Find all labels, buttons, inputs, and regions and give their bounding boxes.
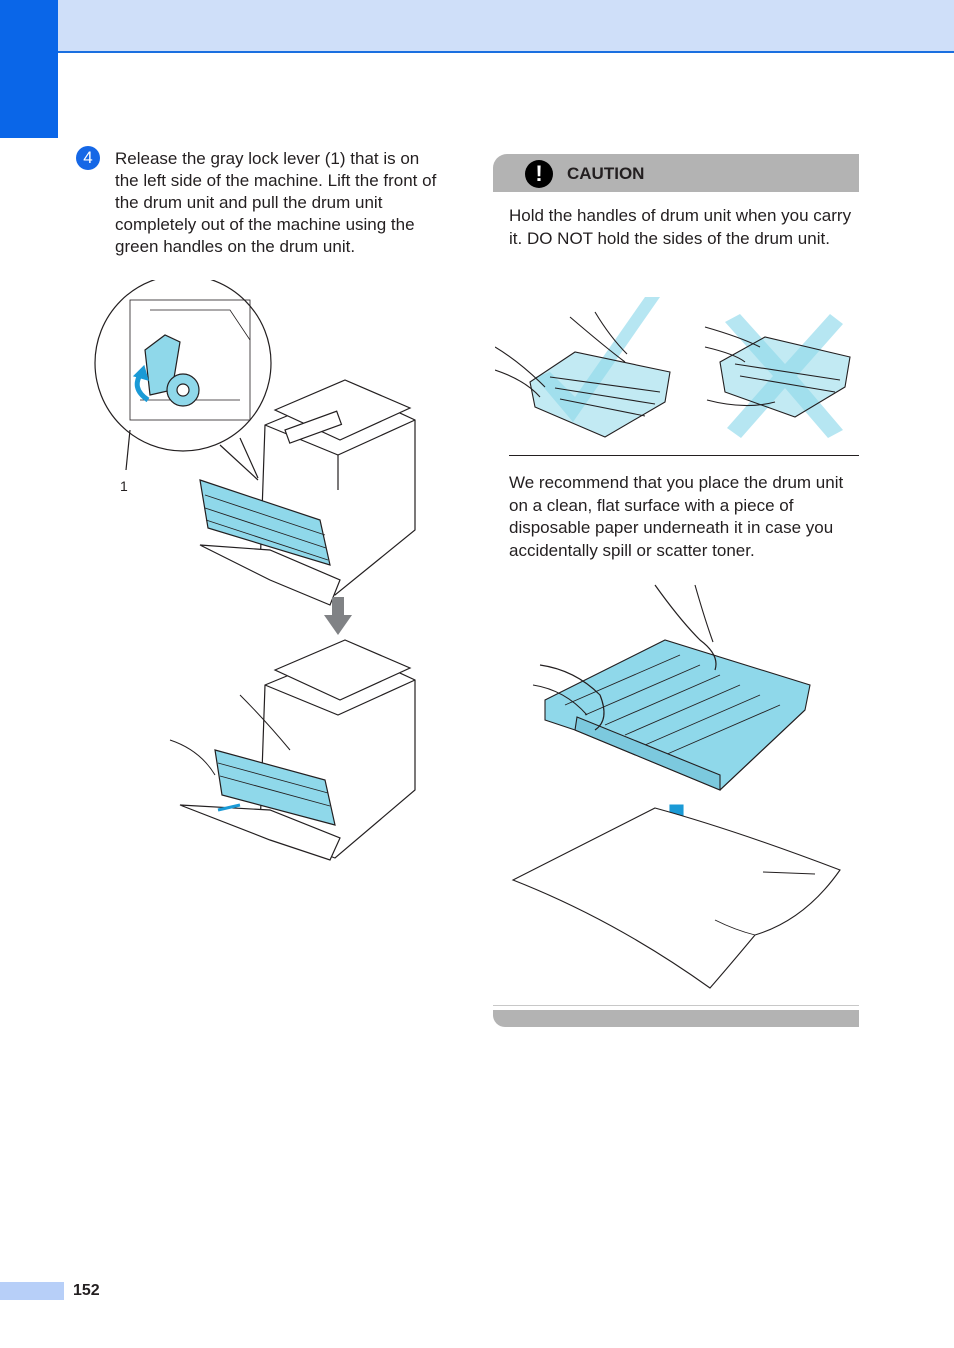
- caution-footer-bar: [493, 1010, 859, 1027]
- step-number-badge: 4: [76, 146, 100, 170]
- drum-handling-illustration: [495, 297, 851, 438]
- caution-paragraph-surface: We recommend that you place the drum uni…: [509, 473, 844, 560]
- caution-divider: [509, 455, 859, 456]
- exclamation-icon: !: [525, 160, 553, 188]
- caution-header-bar: [493, 154, 859, 192]
- caution-paragraph-handles: Hold the handles of drum unit when you c…: [509, 206, 852, 248]
- drum-on-paper-illustration: [511, 584, 841, 989]
- step-instruction: Release the gray lock lever (1) that is …: [115, 149, 437, 256]
- callout-leader-line: [125, 429, 131, 471]
- chapter-tab: [0, 0, 58, 138]
- header-band: [0, 0, 954, 52]
- paper-sheet: [511, 807, 841, 989]
- magnifier-circle: [94, 280, 272, 452]
- caution-title: CAUTION: [567, 164, 645, 183]
- caution-end-divider: [493, 1005, 859, 1006]
- header-rule: [58, 51, 954, 53]
- down-arrow: [324, 597, 352, 635]
- callout-label: 1: [120, 478, 128, 494]
- drum-removal-illustration: 1: [94, 280, 416, 861]
- page-number: 152: [73, 1282, 100, 1299]
- page-number-tab: [0, 1282, 64, 1300]
